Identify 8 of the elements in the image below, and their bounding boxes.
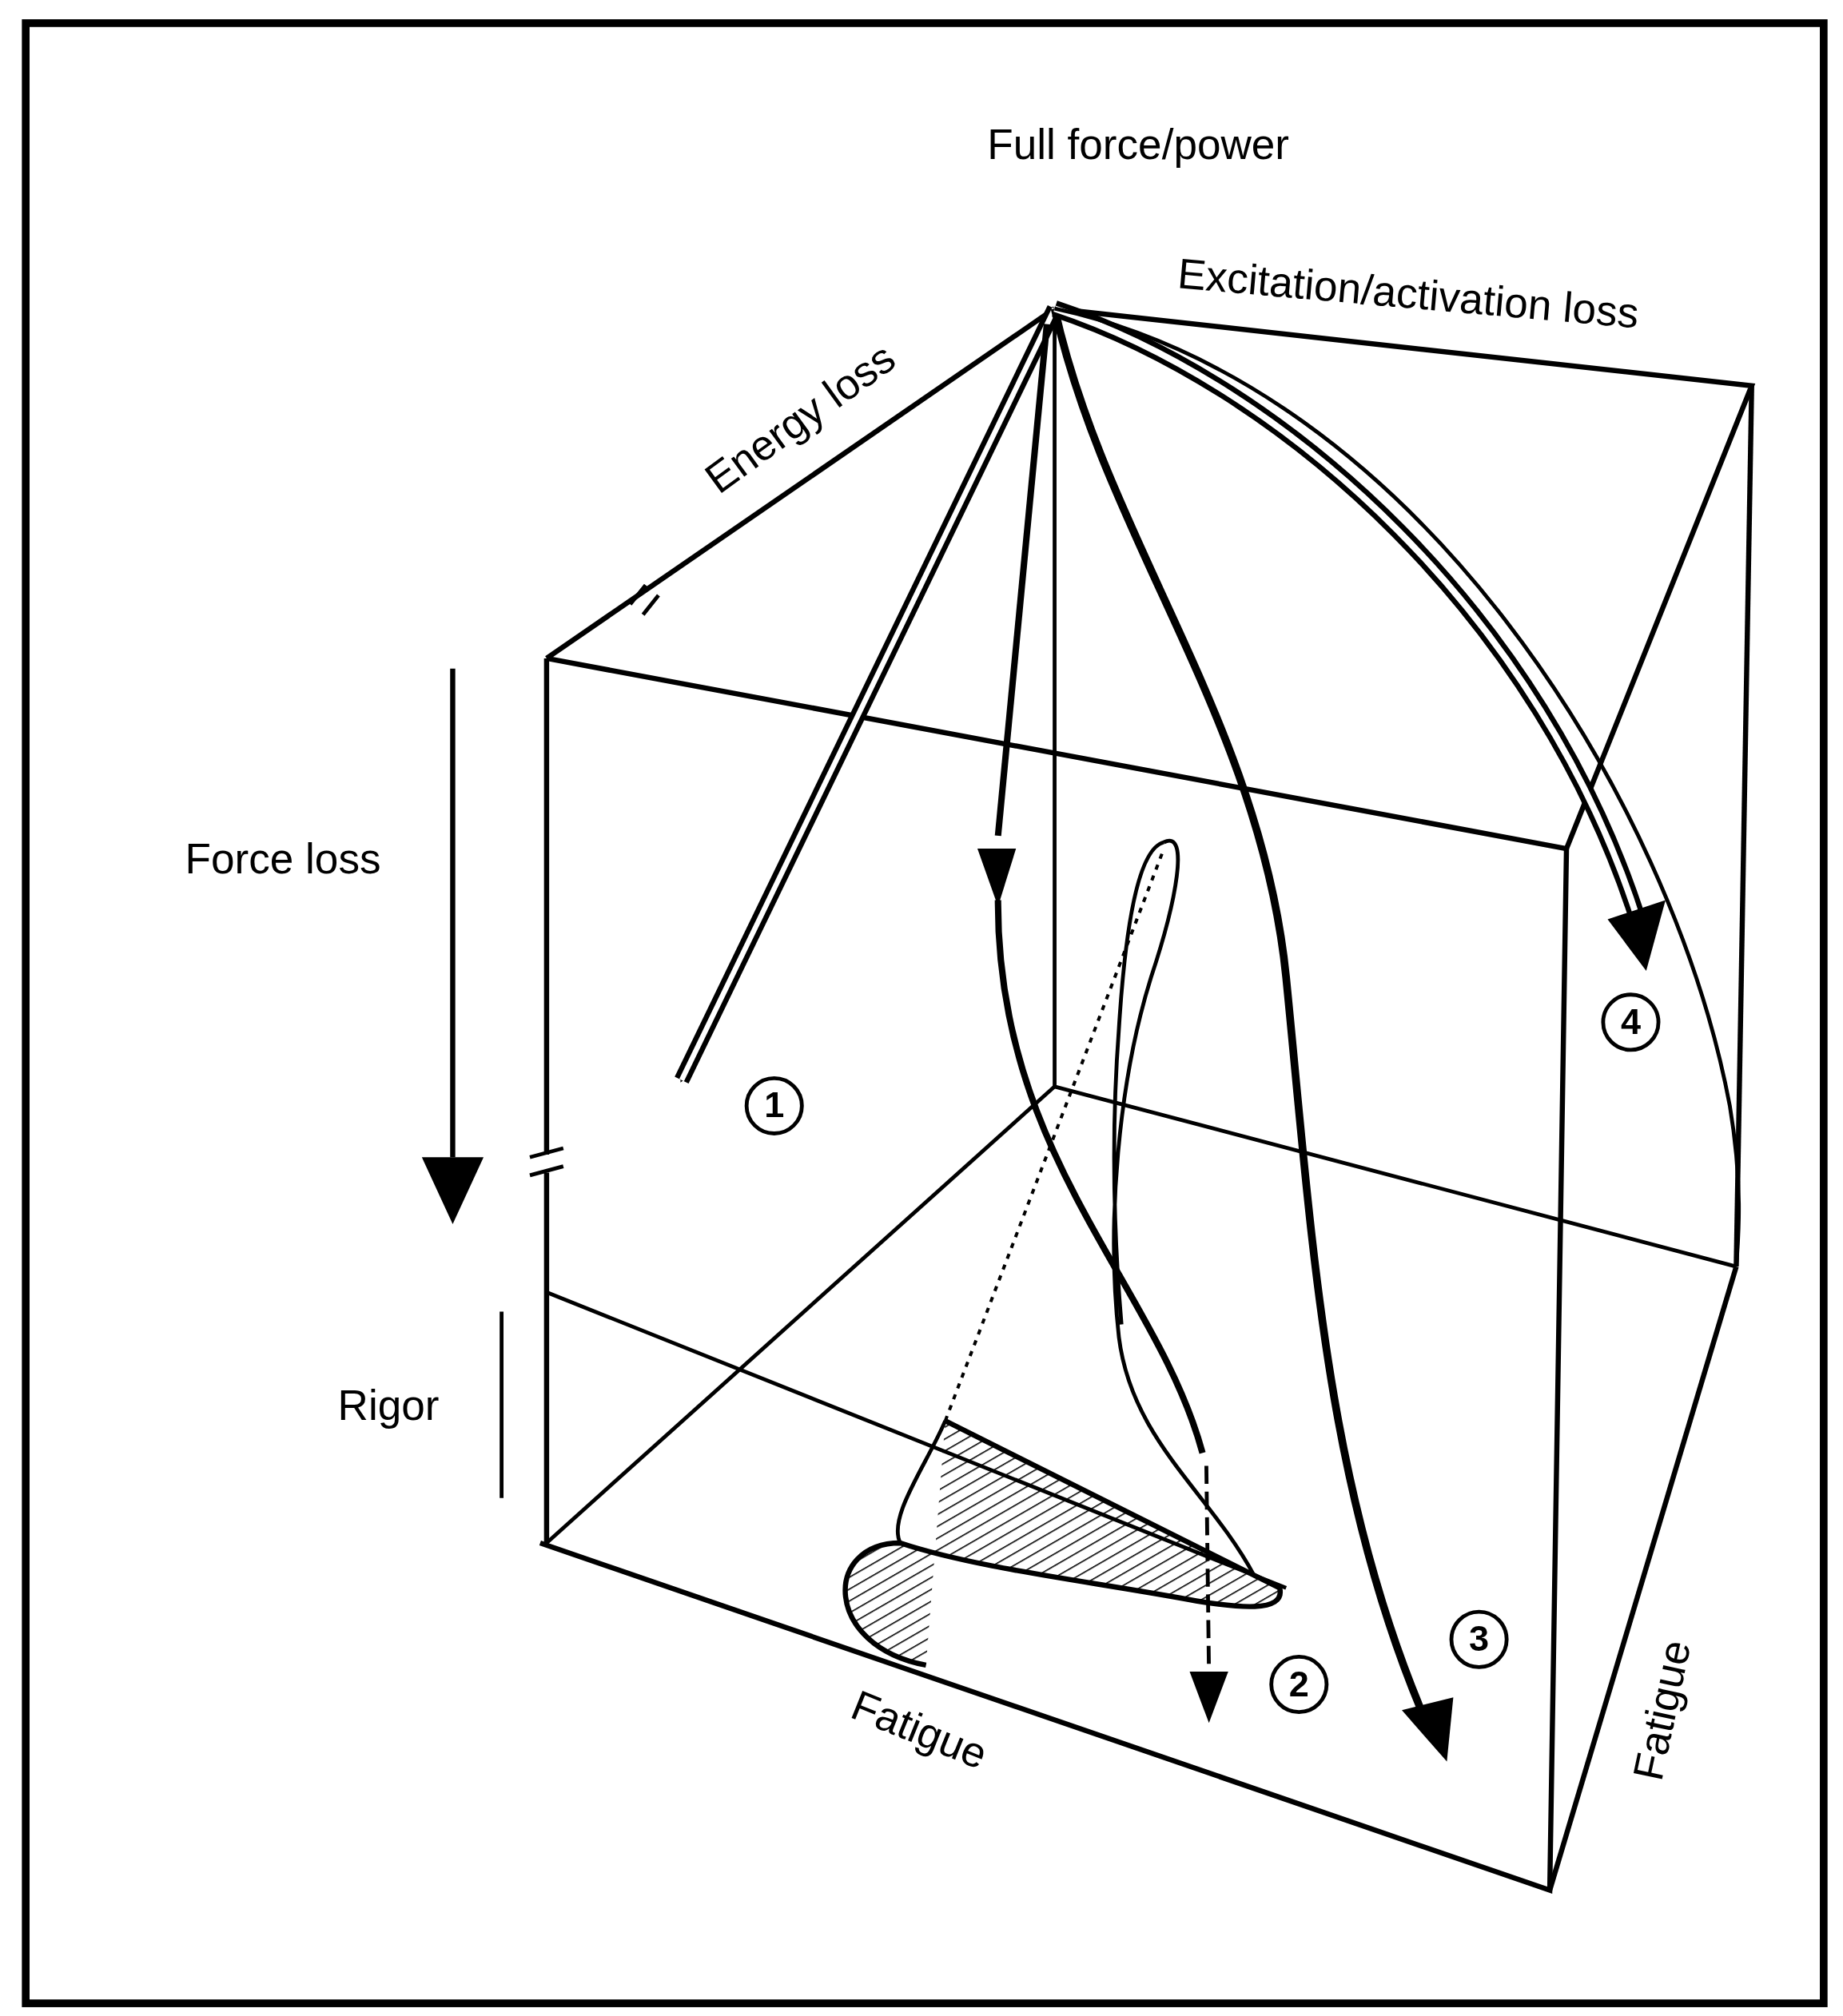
callout-number: 2 — [1269, 1655, 1329, 1715]
axis-label: Excitation/activation loss — [1176, 252, 1641, 335]
axis-label: Fatigue — [1626, 1636, 1698, 1784]
callout-number: 4 — [1601, 992, 1661, 1052]
callout-number: 3 — [1449, 1609, 1509, 1669]
axis-label: Rigor — [337, 1384, 440, 1427]
callout-number: 1 — [744, 1076, 804, 1135]
axis-label: Force loss — [185, 837, 381, 881]
